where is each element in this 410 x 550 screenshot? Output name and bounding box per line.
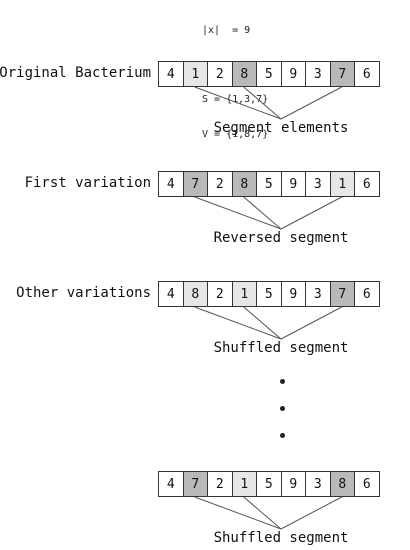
caption-shuffled-segment: Shuffled segment [213,340,349,356]
sequence-cell: 7 [182,171,208,197]
sequence-cell: 9 [280,61,306,87]
connector-line [243,496,282,530]
sequence-cell: 9 [280,471,306,497]
sequence-cell: 1 [231,471,257,497]
connector-line [280,306,342,340]
sequence-cell: 9 [280,171,306,197]
caption-reversed-segment: Reversed segment [213,230,349,246]
sequence-cell: 4 [158,171,184,197]
sequence-cell: 6 [354,471,380,497]
sequence-cell: 8 [329,471,355,497]
sequence-cell: 5 [256,171,282,197]
sequence-cell: 7 [182,471,208,497]
connector-line [280,496,342,530]
sequence-cell: 8 [231,171,257,197]
row-label-other-variations: Other variations [16,285,151,301]
row-label-first-variation: First variation [24,175,151,191]
sequence-cell: 6 [354,281,380,307]
ellipsis-dot [280,379,285,384]
param-s-set: S = {1,3,7} [202,94,269,105]
param-v-set: V = {1,8,7} [202,128,269,140]
connector-line [243,86,282,120]
sequence-cell: 1 [231,281,257,307]
sequence-cell: 2 [207,171,233,197]
sequence-cell: 2 [207,281,233,307]
caption-shuffled-segment-last: Shuffled segment [213,530,349,546]
sequence-cell: 4 [158,471,184,497]
connector-line [194,86,282,120]
ellipsis-dot [280,433,285,438]
sequence-cell: 3 [305,471,331,497]
sequence-cell: 6 [354,171,380,197]
row-label-original: Original Bacterium [0,65,151,81]
sequence-cell: 7 [329,281,355,307]
sequence-cell: 8 [182,281,208,307]
sequence-cell: 2 [207,471,233,497]
sequence-cell: 1 [182,61,208,87]
sequence-cell: 5 [256,471,282,497]
sequence-cell: 9 [280,281,306,307]
connector-line [194,496,282,530]
connector-line [243,306,282,340]
sequence-cell: 3 [305,281,331,307]
ellipsis-dot [280,406,285,411]
sequence-cell: 8 [231,61,257,87]
sequence-cell: 5 [256,281,282,307]
sequence-cell: 3 [305,61,331,87]
caption-segment-elements: Segment elements [213,120,349,136]
sequence-cell: 5 [256,61,282,87]
param-x-length: |x| = 9 [202,25,251,36]
connector-line [280,196,342,230]
sequence-cell: 6 [354,61,380,87]
connector-line [194,306,282,340]
connector-line [194,196,282,230]
sequence-cell: 7 [329,61,355,87]
connector-line [280,86,342,120]
sequence-cell: 4 [158,61,184,87]
sequence-cell: 1 [329,171,355,197]
sequence-cell: 2 [207,61,233,87]
sequence-cell: 4 [158,281,184,307]
sequence-cell: 3 [305,171,331,197]
connector-line [243,196,282,230]
